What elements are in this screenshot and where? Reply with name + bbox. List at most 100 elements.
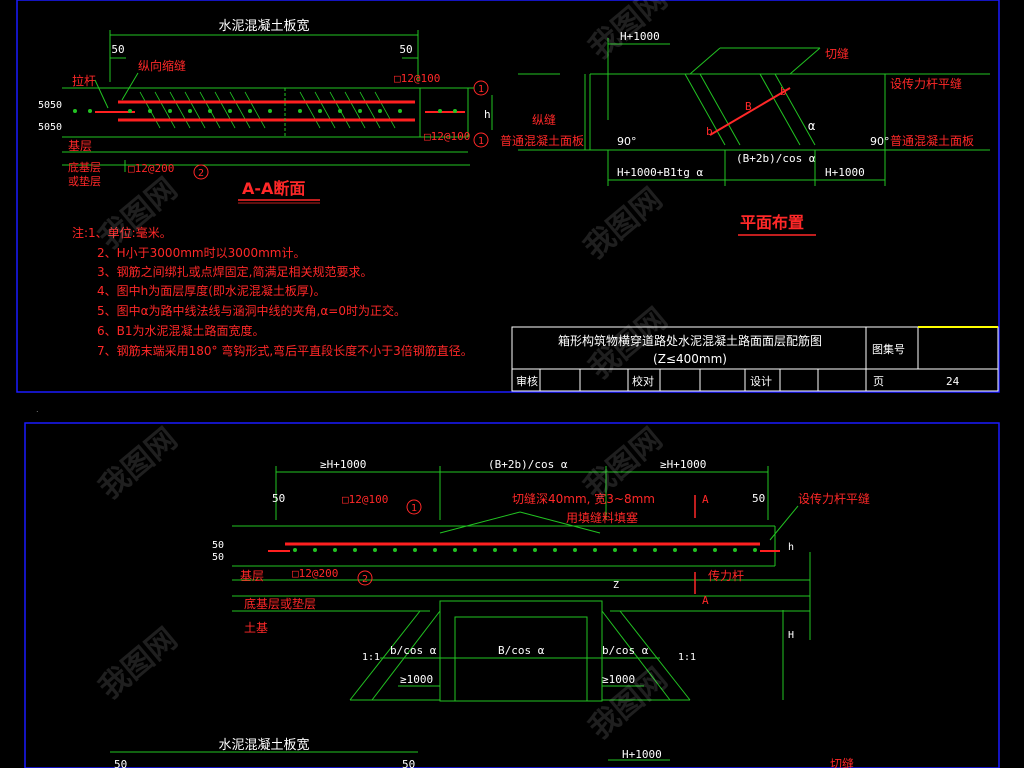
side-50c: 50	[38, 122, 50, 133]
section-title: A-A断面	[242, 179, 305, 198]
rebar-bottom-left: □12@200	[128, 162, 174, 175]
note-6: 7、钢筋末端采用180° 弯钩形式,弯后平直段长度不小于3倍钢筋直径。	[97, 343, 473, 358]
watermark-2: 我图网	[93, 171, 184, 256]
side-50d: 50	[50, 122, 62, 133]
plan-view: H+1000 切缝 设传力杆平缝 纵缝 普通混凝土面板 90° 90° 普通混凝…	[500, 30, 990, 236]
s2-dim-left: ≥H+1000	[320, 458, 366, 471]
s2-section-a-bottom: A	[702, 594, 709, 607]
note-3: 4、图中h为面层厚度(即水泥混凝土板厚)。	[97, 283, 326, 298]
title-block: 箱形构筑物横穿道路处水泥混凝土路面面层配筋图 (Z≤400mm) 图集号 审核 …	[511, 326, 999, 392]
s2-soil: 土基	[244, 621, 268, 635]
rebar-bottom-right: □12@100	[424, 130, 470, 143]
plan-dim-bottom-left: H+1000+B1tg α	[617, 166, 703, 179]
s2-B-cos: B/cos α	[498, 644, 545, 657]
s2-z: Z	[613, 580, 619, 591]
sheet2-frame	[24, 422, 1000, 768]
plan-dim-top: H+1000	[620, 30, 660, 43]
s3-cut: 切缝	[830, 756, 854, 768]
side-50a: 50	[38, 100, 50, 111]
s2-ge1000-right: ≥1000	[602, 673, 635, 686]
tb-atlas: 图集号	[872, 342, 905, 356]
s2-section-a-top: A	[702, 493, 709, 506]
rebar-top-right: □12@100	[394, 72, 440, 85]
note-1: 2、H小于3000mm时以3000mm计。	[97, 246, 306, 260]
s2-dim-50-left: 50	[272, 492, 285, 505]
sheet1-frame	[16, 0, 1000, 393]
tb-review: 审核	[516, 374, 538, 388]
s3-dim-top: H+1000	[622, 748, 662, 761]
note-2: 3、钢筋之间绑扎或点焊固定,简满足相关规范要求。	[97, 264, 372, 279]
notes-block: 注:1、单位:毫米。 2、H小于3000mm时以3000mm计。 3、钢筋之间绑…	[72, 225, 473, 358]
angle-left: 90°	[617, 135, 637, 148]
watermark-3: 我图网	[578, 181, 669, 266]
label-long-seam: 纵向缩缝	[138, 58, 186, 73]
watermark-5: 我图网	[93, 421, 184, 506]
label-normal-slab-right: 普通混凝土面板	[890, 133, 974, 148]
label-normal-slab-left: 普通混凝土面板	[500, 133, 584, 148]
note-0: 注:1、单位:毫米。	[72, 225, 172, 240]
label-longitudinal: 纵缝	[532, 112, 556, 127]
s2-slope-left: 1:1	[362, 652, 380, 663]
watermark-1: 我图网	[583, 0, 674, 66]
s2-b-cos-right: b/cos α	[602, 644, 649, 657]
aa-section: 水泥混凝土板宽 50 50	[38, 18, 493, 204]
label-base: 基层	[68, 139, 92, 153]
label-cut-seam: 切缝	[825, 46, 849, 61]
dim-50-left: 50	[111, 43, 124, 56]
note-4: 5、图中α为路中线法线与涵洞中线的夹角,α=0时为正交。	[97, 303, 406, 318]
circle-2: 2	[198, 168, 204, 179]
s2-50a: 50	[212, 540, 224, 551]
s3-50-left: 50	[114, 758, 127, 768]
angle-right: 90°	[870, 135, 890, 148]
s2-slope-right: 1:1	[678, 652, 696, 663]
s2-rebar-bottom: □12@200	[292, 567, 338, 580]
dim-50-right: 50	[399, 43, 412, 56]
plan-title: 平面布置	[740, 213, 804, 232]
longitudinal-section: ≥H+1000 (B+2b)/cos α ≥H+1000 50 50 □12@1…	[212, 458, 870, 702]
label-h: h	[484, 108, 491, 121]
s2-transfer-note: 设传力杆平缝	[798, 491, 870, 506]
tb-check: 校对	[632, 374, 654, 388]
s2-dim-right: ≥H+1000	[660, 458, 706, 471]
label-cushion: 或垫层	[68, 174, 101, 188]
s2-50b: 50	[212, 552, 224, 563]
s2-cut-depth: 切缝深40mm, 宽3~8mm	[512, 491, 655, 506]
plan-dim-bottom-right: H+1000	[825, 166, 865, 179]
circle-1b: 1	[478, 136, 484, 147]
label-transfer-bar: 设传力杆平缝	[890, 76, 962, 91]
s2-H: H	[788, 630, 794, 641]
note-5: 6、B1为水泥混凝土路面宽度。	[97, 323, 265, 338]
tb-title-1: 箱形构筑物横穿道路处水泥混凝土路面面层配筋图	[558, 333, 822, 348]
plan-B: B	[745, 100, 752, 113]
s2-circle-1: 1	[411, 503, 417, 514]
tb-page: 页	[873, 375, 884, 388]
s2-rebar-top: □12@100	[342, 493, 388, 506]
slab-width-label: 水泥混凝土板宽	[218, 18, 309, 34]
s2-base: 基层	[240, 569, 264, 583]
s3-50-right: 50	[402, 758, 415, 768]
plan-dim-mid: (B+2b)/cos α	[736, 152, 816, 165]
tb-title-2: (Z≤400mm)	[653, 352, 727, 366]
s2-circle-2: 2	[362, 574, 368, 585]
label-subbase: 底基层	[68, 160, 101, 174]
s2-ge1000-left: ≥1000	[400, 673, 433, 686]
s2-b-cos-left: b/cos α	[390, 644, 437, 657]
circle-1a: 1	[478, 84, 484, 95]
s2-subbase: 底基层或垫层	[244, 596, 316, 611]
plan-alpha: α	[808, 119, 815, 133]
s2-transfer-rod: 传力杆	[708, 568, 744, 583]
s2-dim-mid: (B+2b)/cos α	[488, 458, 568, 471]
s2-fill: 用填缝料填塞	[566, 510, 638, 525]
tb-design: 设计	[750, 375, 772, 388]
side-50b: 50	[50, 100, 62, 111]
watermark-7: 我图网	[93, 621, 184, 706]
plan-b2: b	[780, 85, 787, 98]
tb-page-no: 24	[946, 375, 960, 388]
s2-h: h	[788, 542, 794, 553]
s3-width: 水泥混凝土板宽	[218, 737, 309, 753]
plan-b1: b	[706, 125, 713, 138]
sheet3-partial: 水泥混凝土板宽 50 50 H+1000 切缝	[110, 737, 854, 768]
small-marker: .	[36, 405, 39, 414]
label-pull-rod: 拉杆	[72, 73, 96, 88]
